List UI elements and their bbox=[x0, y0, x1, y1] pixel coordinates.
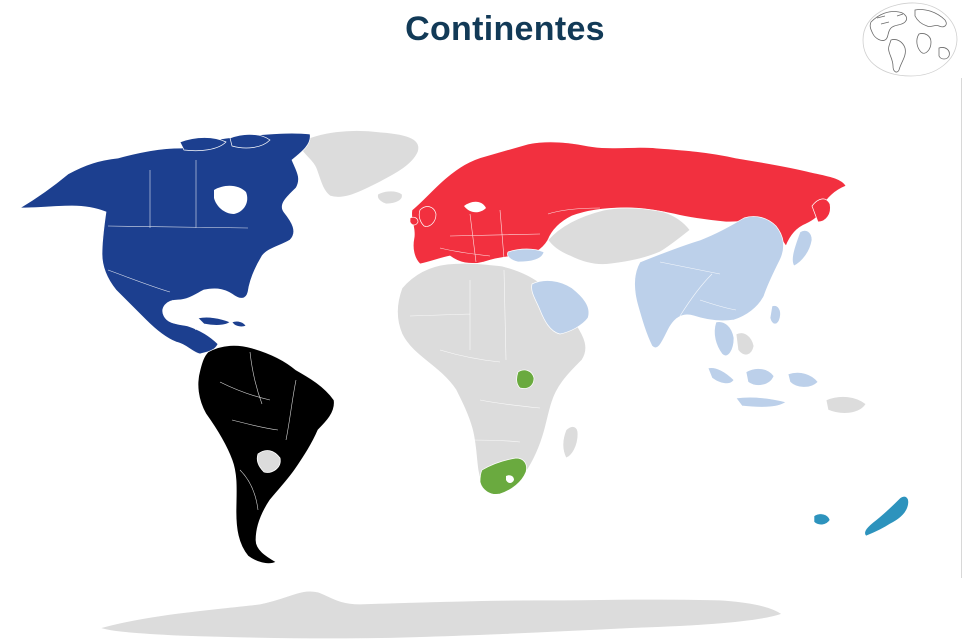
turkey bbox=[507, 248, 545, 263]
africa bbox=[397, 262, 587, 495]
asia bbox=[634, 216, 819, 408]
central-asia bbox=[547, 207, 691, 265]
kamchatka bbox=[811, 198, 831, 223]
greenland bbox=[299, 130, 420, 198]
southeast-asia-grey bbox=[735, 332, 755, 356]
iceland bbox=[377, 190, 403, 205]
south-america bbox=[197, 345, 335, 564]
europe bbox=[409, 141, 847, 265]
north-america bbox=[18, 132, 311, 355]
new-guinea bbox=[825, 396, 867, 414]
antarctica bbox=[98, 590, 783, 640]
globe-icon bbox=[862, 2, 958, 77]
arabian-peninsula bbox=[531, 280, 590, 335]
right-divider bbox=[961, 78, 962, 578]
oceania bbox=[813, 496, 909, 537]
